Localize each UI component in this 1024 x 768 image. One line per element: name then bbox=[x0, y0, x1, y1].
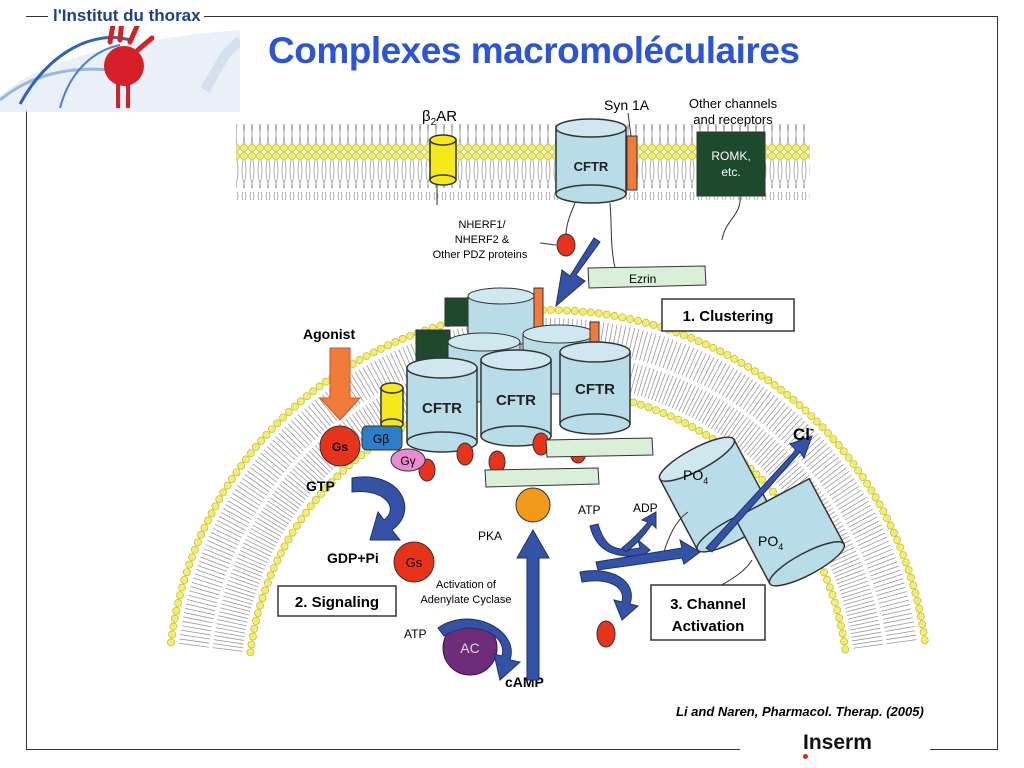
adp-release-arrow bbox=[621, 511, 657, 553]
svg-text:CFTR: CFTR bbox=[574, 159, 609, 174]
label-other-channels-1: Other channels bbox=[689, 96, 778, 111]
gs-alpha-node bbox=[319, 425, 361, 467]
label-romk-2: etc. bbox=[721, 165, 740, 179]
label-syn1a: Syn 1A bbox=[604, 97, 650, 113]
dephosphorylation-arrow bbox=[579, 570, 640, 621]
label-chloride: Cl- bbox=[793, 422, 814, 444]
label-ac: AC bbox=[460, 640, 479, 656]
label-atp-right: ATP bbox=[578, 503, 600, 517]
cftr-channel-top: CFTR bbox=[555, 118, 627, 204]
label-signaling: 2. Signaling bbox=[295, 594, 379, 611]
label-gs-free: Gs bbox=[406, 555, 423, 570]
clustering-arrow bbox=[555, 237, 601, 308]
label-other-channels-2: and receptors bbox=[693, 112, 773, 127]
ezrin-bar-top bbox=[587, 265, 707, 289]
label-pka: PKA bbox=[478, 529, 502, 543]
gtp-hydrolysis-arrow bbox=[351, 476, 406, 541]
label-nherf-3: Other PDZ proteins bbox=[433, 249, 528, 261]
syntaxin-1a-top bbox=[626, 135, 638, 191]
frame-top-left-line bbox=[26, 16, 48, 17]
nherf-node-top bbox=[556, 233, 576, 257]
cftr-channel-activated bbox=[658, 436, 846, 587]
ezrin-bars-cluster bbox=[484, 437, 654, 488]
g-gamma-node bbox=[390, 448, 426, 472]
label-nherf-1: NHERF1/ bbox=[458, 219, 506, 231]
label-gdp-pi: GDP+Pi bbox=[327, 550, 379, 566]
label-gtp: GTP bbox=[306, 478, 335, 494]
label-channel-activation-2: Activation bbox=[672, 618, 745, 635]
channel-activation-box bbox=[650, 584, 766, 641]
inserm-logo-text: Inserm bbox=[803, 731, 872, 754]
label-ac-activation-2: Adenylate Cyclase bbox=[420, 594, 511, 606]
b2ar-receptor-lower bbox=[380, 382, 404, 430]
g-beta-node bbox=[361, 425, 403, 451]
logo-text: l'Institut du thorax bbox=[50, 6, 204, 26]
chloride-flux-arrow bbox=[705, 435, 813, 553]
label-nherf-2: NHERF2 & bbox=[455, 234, 510, 246]
frame-bottom-line-left bbox=[26, 749, 740, 750]
label-ggamma: Gγ bbox=[400, 454, 415, 468]
pka-node bbox=[515, 487, 551, 523]
frame-bottom-line-right bbox=[930, 749, 998, 750]
slide-title: Complexes macromoléculaires bbox=[268, 30, 800, 71]
label-romk-1: ROMK, bbox=[711, 149, 750, 163]
inserm-logo-dot bbox=[803, 754, 808, 759]
frame-right-line bbox=[997, 16, 998, 750]
svg-text:CFTR: CFTR bbox=[575, 381, 615, 398]
institut-thorax-logo bbox=[0, 17, 240, 112]
camp-to-pka-arrow bbox=[516, 528, 550, 681]
label-channel-activation-1: 3. Channel bbox=[670, 596, 746, 613]
frame-top-line bbox=[200, 16, 998, 17]
label-ezrin: Ezrin bbox=[629, 272, 656, 286]
clustering-box bbox=[661, 298, 795, 332]
label-gbeta: Gβ bbox=[373, 432, 389, 446]
b2ar-receptor-top bbox=[429, 134, 457, 205]
phosphatase-node bbox=[596, 620, 616, 648]
label-po4-upper: PO4 bbox=[683, 467, 708, 486]
phosphorylation-main-arrow bbox=[595, 538, 701, 571]
citation-text: Li and Naren, Pharmacol. Therap. (2005) bbox=[676, 704, 924, 719]
agonist-arrow bbox=[318, 347, 362, 421]
label-b2ar: β2AR bbox=[422, 108, 457, 128]
atp-to-camp-arrow bbox=[437, 618, 522, 681]
cftr-channel-cluster-3: CFTR bbox=[559, 341, 631, 435]
cftr-channel-cluster-1: CFTR bbox=[406, 357, 478, 453]
gs-free-node bbox=[393, 541, 435, 583]
svg-text:CFTR: CFTR bbox=[422, 400, 462, 417]
label-atp-left: ATP bbox=[404, 627, 426, 641]
label-clustering: 1. Clustering bbox=[683, 308, 774, 325]
label-agonist: Agonist bbox=[303, 326, 355, 342]
romk-box bbox=[696, 131, 766, 197]
frame-left-line bbox=[26, 110, 27, 750]
label-ac-activation-1: Activation of bbox=[436, 579, 497, 591]
label-po4-lower: PO4 bbox=[758, 533, 783, 552]
label-gs: Gs bbox=[332, 440, 348, 454]
signaling-box bbox=[277, 585, 397, 617]
label-adp: ADP bbox=[633, 501, 658, 515]
svg-text:CFTR: CFTR bbox=[496, 392, 536, 409]
cftr-channel-cluster-2: CFTR bbox=[480, 349, 552, 447]
